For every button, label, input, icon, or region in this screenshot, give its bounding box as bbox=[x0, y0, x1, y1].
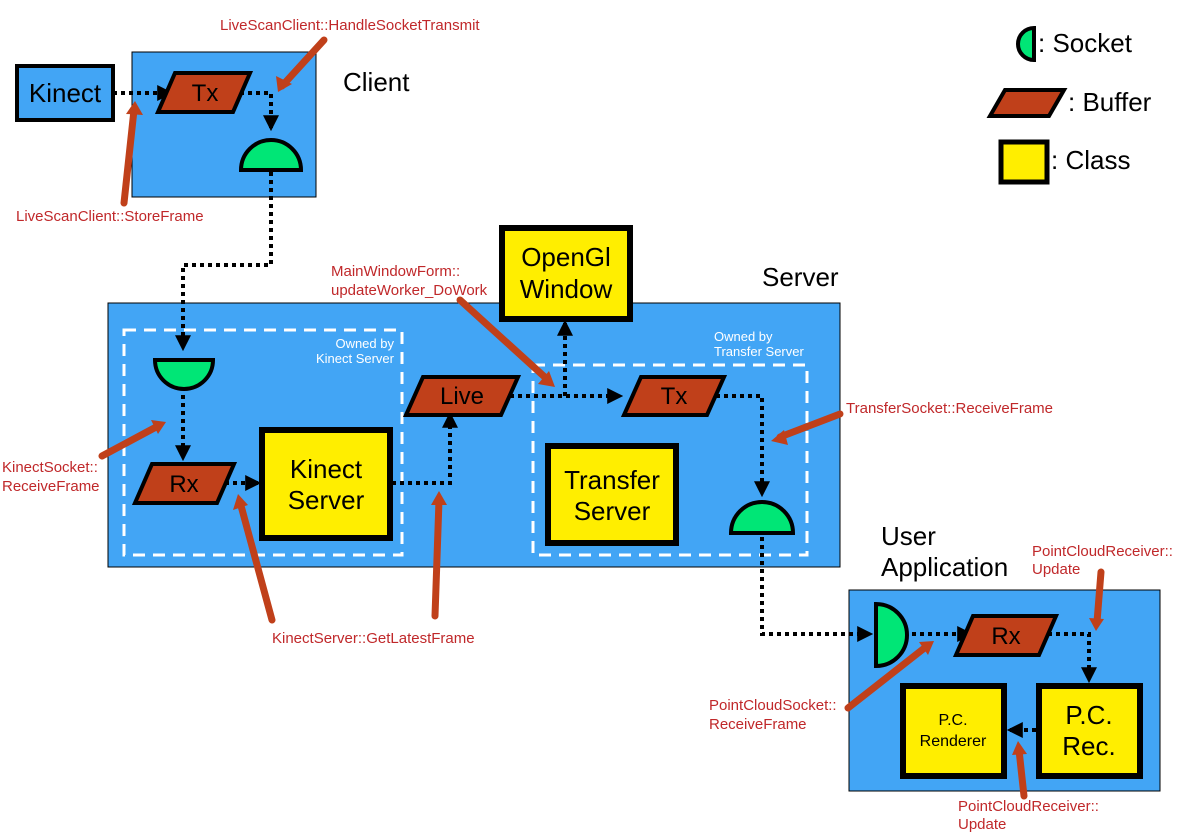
client-tx-label: Tx bbox=[192, 80, 219, 107]
owned-by-transfer-label-line1: Owned by bbox=[714, 329, 773, 344]
pointer-handle-socket-transmit bbox=[278, 36, 328, 90]
app-rx-buffer: Rx bbox=[952, 614, 1060, 657]
pointer-pc-receiver-top bbox=[1093, 568, 1105, 626]
user-application-title-line2: Application bbox=[881, 552, 1008, 582]
transfer-server-label-line1: Transfer bbox=[564, 465, 660, 495]
flow-kinect-server-to-live bbox=[392, 411, 458, 485]
annotation-pc-socket-line1: PointCloudSocket:: bbox=[709, 697, 837, 714]
legend-socket-icon bbox=[1016, 25, 1036, 63]
legend-class-icon bbox=[998, 139, 1050, 185]
pointer-kinect-socket bbox=[98, 422, 162, 460]
annotation-pc-socket-line2: ReceiveFrame bbox=[709, 716, 807, 733]
pointer-pc-socket bbox=[844, 642, 931, 712]
server-title: Server bbox=[762, 262, 839, 292]
opengl-window-label-line2: Window bbox=[520, 274, 613, 304]
server-tx-label: Tx bbox=[661, 383, 688, 410]
kinect-socket-icon bbox=[152, 358, 216, 391]
server-tx-buffer: Tx bbox=[620, 375, 728, 417]
legend: : Socket : Buffer : Class bbox=[986, 25, 1152, 185]
annotation-pc-receiver-bottom-line1: PointCloudReceiver:: bbox=[958, 798, 1099, 815]
pc-rec-label-line1: P.C. bbox=[1065, 700, 1112, 730]
kinect-node: Kinect bbox=[15, 64, 115, 122]
annotation-pc-receiver-top-line1: PointCloudReceiver:: bbox=[1032, 543, 1173, 560]
pointer-pc-receiver-bottom bbox=[1015, 746, 1028, 800]
annotation-handle-socket-transmit: LiveScanClient::HandleSocketTransmit bbox=[220, 17, 480, 34]
pc-renderer-class: P.C. Renderer bbox=[900, 683, 1007, 779]
pc-renderer-label-line2: Renderer bbox=[920, 733, 987, 750]
kinect-server-class: Kinect Server bbox=[259, 427, 393, 541]
legend-buffer-icon bbox=[986, 88, 1068, 118]
owned-by-kinect-label-line2: Kinect Server bbox=[316, 351, 395, 366]
pointcloud-socket-icon bbox=[874, 601, 909, 669]
kinect-server-label-line2: Server bbox=[288, 485, 365, 515]
kinect-server-label-line1: Kinect bbox=[290, 454, 363, 484]
annotation-main-window-line1: MainWindowForm:: bbox=[331, 263, 460, 280]
flow-client-socket-to-server-socket bbox=[175, 172, 273, 352]
flow-app-rx-to-pc-rec bbox=[1040, 632, 1097, 684]
legend-buffer-label: : Buffer bbox=[1068, 87, 1152, 117]
annotation-kinect-socket-line2: ReceiveFrame bbox=[2, 478, 100, 495]
client-title: Client bbox=[343, 67, 410, 97]
legend-socket-label: : Socket bbox=[1038, 28, 1133, 58]
user-application-title-line1: User bbox=[881, 521, 936, 551]
flow-client-tx-to-socket bbox=[240, 91, 279, 132]
annotation-get-latest-frame: KinectServer::GetLatestFrame bbox=[272, 630, 475, 647]
annotation-pc-receiver-bottom-line2: Update bbox=[958, 816, 1006, 833]
pc-rec-class: P.C. Rec. bbox=[1036, 683, 1143, 779]
pointer-store-frame bbox=[120, 106, 138, 207]
kinect-label: Kinect bbox=[29, 78, 102, 108]
server-panel bbox=[107, 302, 841, 568]
pointer-get-latest-frame-left bbox=[236, 498, 276, 624]
owned-by-kinect-label-line1: Owned by bbox=[335, 336, 394, 351]
live-label: Live bbox=[440, 383, 484, 410]
app-rx-label: Rx bbox=[991, 623, 1020, 650]
transfer-server-label-line2: Server bbox=[574, 496, 651, 526]
opengl-window-label-line1: OpenGl bbox=[521, 242, 611, 272]
annotation-transfer-socket: TransferSocket::ReceiveFrame bbox=[846, 400, 1053, 417]
transfer-socket-icon bbox=[728, 500, 796, 535]
annotation-pc-receiver-top-line2: Update bbox=[1032, 561, 1080, 578]
pointer-main-window bbox=[456, 296, 552, 384]
owned-by-kinect-server-region bbox=[122, 328, 404, 557]
annotation-main-window-line2: updateWorker_DoWork bbox=[331, 282, 488, 299]
live-buffer: Live bbox=[402, 375, 522, 417]
transfer-server-class: Transfer Server bbox=[545, 443, 679, 546]
annotation-kinect-socket-line1: KinectSocket:: bbox=[2, 459, 98, 476]
owned-by-transfer-label-line2: Transfer Server bbox=[714, 344, 804, 359]
opengl-window-class: OpenGl Window bbox=[499, 225, 633, 322]
client-socket-icon bbox=[238, 138, 304, 172]
pointer-get-latest-frame-right bbox=[431, 496, 443, 620]
owned-by-transfer-server-region bbox=[531, 363, 809, 557]
legend-class-label: : Class bbox=[1051, 145, 1130, 175]
annotation-store-frame: LiveScanClient::StoreFrame bbox=[16, 208, 204, 225]
flow-transfer-socket-to-app-socket bbox=[760, 537, 874, 642]
server-rx-label: Rx bbox=[169, 471, 198, 498]
pointer-transfer-socket bbox=[776, 410, 844, 441]
pc-rec-label-line2: Rec. bbox=[1062, 731, 1115, 761]
server-rx-buffer: Rx bbox=[131, 462, 238, 505]
client-tx-buffer: Tx bbox=[154, 71, 254, 114]
pc-renderer-label-line1: P.C. bbox=[938, 712, 967, 729]
